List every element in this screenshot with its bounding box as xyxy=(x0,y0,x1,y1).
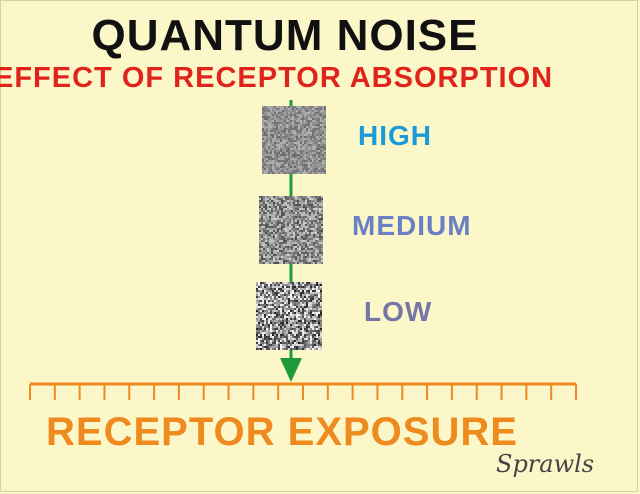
exposure-arrow-head xyxy=(280,358,302,382)
slide-subtitle: EFFECT OF RECEPTOR ABSORPTION xyxy=(0,62,554,94)
noise-sample-low xyxy=(256,282,322,350)
author-signature: Sprawls xyxy=(496,450,595,478)
level-label-medium: MEDIUM xyxy=(352,210,472,241)
level-label-low: LOW xyxy=(364,296,433,327)
axis-label: RECEPTOR EXPOSURE xyxy=(46,410,518,454)
noise-sample-high xyxy=(262,106,326,174)
noise-samples xyxy=(256,106,326,350)
exposure-ruler xyxy=(29,382,577,400)
slide-title: QUANTUM NOISE xyxy=(91,11,479,60)
noise-sample-medium xyxy=(259,196,323,264)
level-label-high: HIGH xyxy=(358,120,432,151)
